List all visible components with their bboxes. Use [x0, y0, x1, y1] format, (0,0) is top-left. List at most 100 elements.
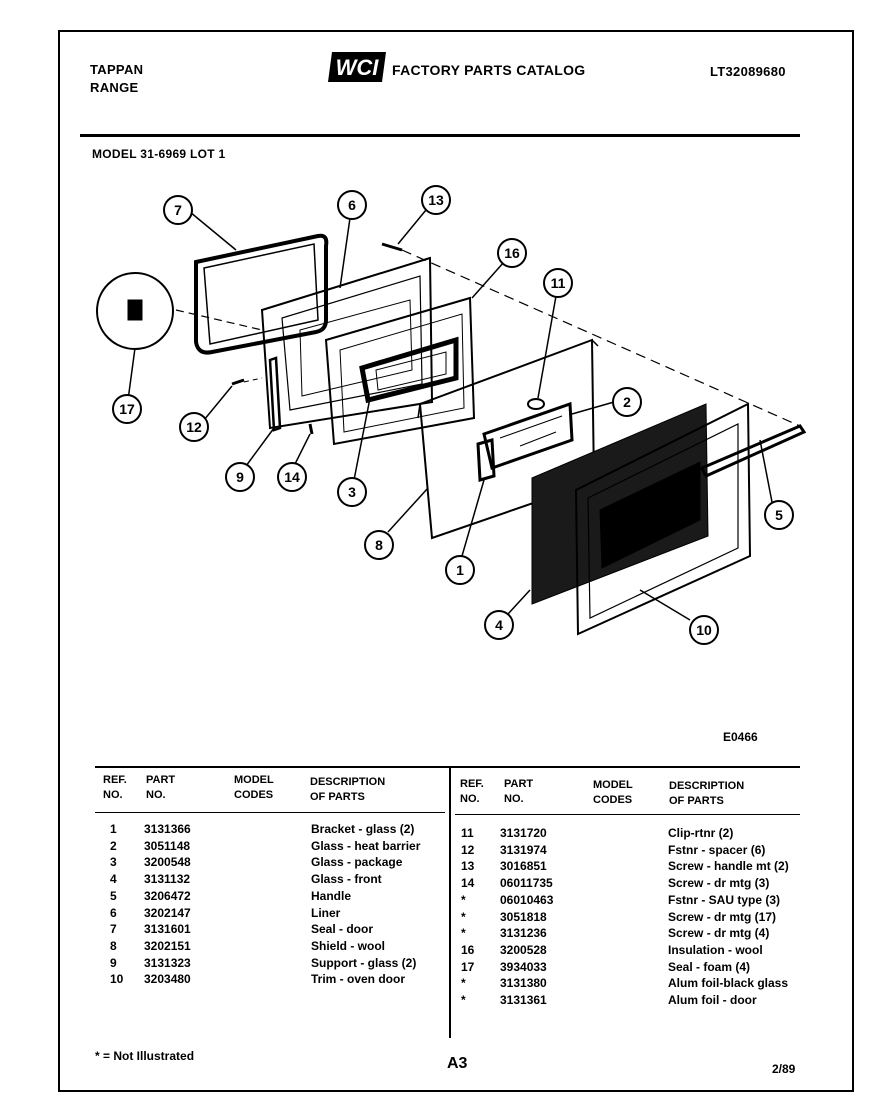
- not-illustrated-note: * = Not Illustrated: [95, 1049, 195, 1063]
- figure-code: E0466: [723, 730, 758, 744]
- wci-logo: WCI: [328, 52, 386, 82]
- clip-retainer: [527, 398, 545, 410]
- svg-text:5: 5: [775, 507, 783, 523]
- page-frame: [58, 30, 854, 1092]
- left-row-ref: 4: [110, 872, 117, 887]
- glass-package: [359, 336, 459, 404]
- left-row-ref: 8: [110, 938, 117, 953]
- right-row-desc: Insulation - wool: [668, 942, 763, 957]
- right-row-ref: *: [461, 993, 466, 1007]
- left-row-part: 3131132: [144, 872, 191, 887]
- svg-text:2: 2: [623, 394, 631, 410]
- callout-16: [497, 238, 527, 268]
- header-rule: [80, 134, 800, 137]
- callout-5: [764, 500, 794, 530]
- left-row-ref: 7: [110, 922, 117, 937]
- table-top-rule: [95, 766, 800, 768]
- right-row-desc: Screw - handle mt (2): [668, 859, 789, 874]
- callout-17: [112, 394, 142, 424]
- left-row-desc: Support - glass (2): [311, 955, 417, 970]
- glass-bracket: [476, 438, 496, 482]
- right-row-desc: Alum foil - door: [668, 993, 757, 1007]
- glass-heat-barrier-frame: [324, 296, 476, 446]
- right-row-desc: Fstnr - SAU type (3): [668, 892, 781, 907]
- right-row-ref: 16: [461, 942, 475, 957]
- callout-1: [445, 555, 475, 585]
- right-row-ref: *: [461, 976, 466, 991]
- callout-11: [543, 268, 573, 298]
- svg-text:17: 17: [119, 401, 135, 417]
- header-description: DESCRIPTION OF PARTS: [310, 776, 386, 803]
- svg-text:6: 6: [348, 197, 356, 213]
- right-row-ref: *: [461, 892, 466, 907]
- handle-screw: [381, 242, 403, 252]
- callout-13: [421, 185, 451, 215]
- callout-14: [277, 462, 307, 492]
- header-part-no-right: PART NO.: [504, 778, 534, 805]
- svg-text:13: 13: [428, 192, 444, 208]
- svg-text:14: 14: [284, 469, 300, 485]
- callout-3: [337, 477, 367, 507]
- left-row-part: 3131601: [144, 922, 191, 937]
- right-row-ref: 12: [461, 842, 475, 857]
- left-row-part: 3200548: [144, 855, 191, 870]
- door-screw: [308, 423, 314, 435]
- right-row-ref: *: [461, 909, 466, 924]
- right-row-ref: 17: [461, 959, 475, 974]
- header-model-codes-right: MODEL CODES: [593, 779, 633, 806]
- table-center-divider: [449, 768, 451, 1038]
- right-row-desc: Screw - dr mtg (3): [668, 876, 770, 891]
- left-row-part: 3202147: [144, 905, 191, 920]
- svg-text:3: 3: [348, 484, 356, 500]
- door-seal: [194, 233, 329, 355]
- right-row-desc: Screw - dr mtg (17): [668, 909, 777, 924]
- callout-7: [163, 195, 193, 225]
- svg-text:WCI: WCI: [336, 55, 380, 80]
- svg-text:16: 16: [504, 245, 520, 261]
- left-row-ref: 10: [110, 972, 124, 987]
- left-row-part: 3051148: [144, 838, 191, 853]
- table-right-header-rule: [455, 814, 800, 815]
- callout-4: [484, 610, 514, 640]
- left-row-part: 3206472: [144, 888, 191, 903]
- left-row-part: 3202151: [144, 938, 191, 953]
- revision-date: 2/89: [772, 1062, 796, 1076]
- svg-text:4: 4: [495, 617, 503, 633]
- left-row-part: 3131323: [144, 955, 191, 970]
- right-row-part: 3131236: [500, 926, 547, 941]
- left-row-ref: 6: [110, 905, 117, 920]
- left-row-desc: Glass - front: [311, 872, 382, 887]
- svg-text:9: 9: [236, 469, 244, 485]
- right-row-part: 3131361: [500, 993, 547, 1007]
- svg-text:11: 11: [551, 275, 566, 291]
- right-row-part: 3200528: [500, 942, 547, 957]
- model-line: MODEL 31-6969 LOT 1: [92, 147, 226, 161]
- callout-10: [689, 615, 719, 645]
- svg-text:8: 8: [375, 537, 383, 553]
- right-row-ref: 14: [461, 876, 475, 891]
- header-ref-no: REF. NO.: [103, 774, 127, 801]
- right-row-part: 3934033: [500, 959, 547, 974]
- right-row-ref: *: [461, 926, 466, 941]
- right-row-part: 06010463: [500, 892, 554, 907]
- left-row-ref: 3: [110, 855, 117, 870]
- callout-6: [337, 190, 367, 220]
- left-row-ref: 1: [110, 822, 117, 836]
- right-row-part: 3131380: [500, 976, 547, 991]
- left-row-ref: 5: [110, 888, 117, 903]
- heat-barrier-glass: [482, 401, 574, 470]
- left-row-desc: Seal - door: [311, 922, 374, 937]
- left-row-desc: Glass - heat barrier: [311, 838, 421, 853]
- svg-text:12: 12: [186, 419, 202, 435]
- header-ref-no-right: REF. NO.: [460, 778, 484, 805]
- header-part-no: PART NO.: [146, 774, 176, 801]
- right-row-part: 3131974: [500, 842, 547, 857]
- right-row-desc: Fstnr - spacer (6): [668, 842, 766, 857]
- glass-support: [268, 356, 282, 432]
- liner: [260, 256, 434, 430]
- left-row-desc: Glass - package: [311, 855, 403, 870]
- exploded-view-diagram: 7 6 13 16 11 17 12 2 9 14 3 8 1 5 4 10: [96, 185, 807, 645]
- catalog-title: FACTORY PARTS CATALOG: [392, 62, 586, 78]
- right-row-part: 3051818: [500, 909, 547, 924]
- callout-8: [364, 530, 394, 560]
